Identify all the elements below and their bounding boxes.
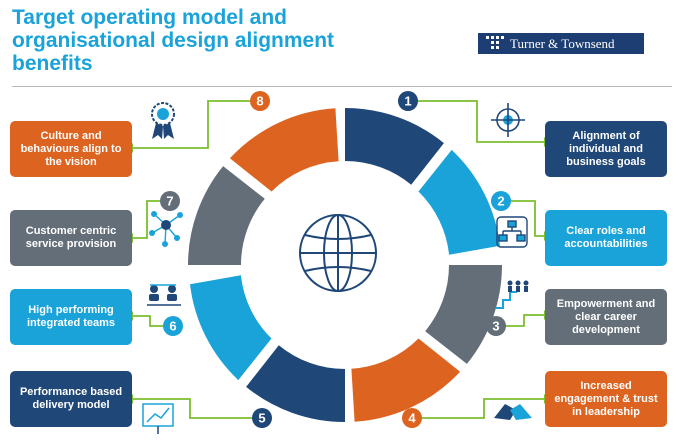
benefit-box-3: Empowerment and clear career development bbox=[545, 289, 667, 345]
connector-8 bbox=[133, 100, 250, 149]
benefit-box-2: Clear roles and accountabilities bbox=[545, 210, 667, 266]
ring-segment-2 bbox=[418, 149, 500, 255]
svg-text:3: 3 bbox=[492, 319, 499, 334]
connector-1 bbox=[417, 100, 544, 143]
svg-text:8: 8 bbox=[256, 94, 263, 109]
benefit-box-8: Culture and behaviours align to the visi… bbox=[10, 121, 132, 177]
org-chart-icon bbox=[496, 216, 528, 248]
number-badge-3: 3 bbox=[486, 316, 506, 336]
brand-mark-icon bbox=[486, 36, 504, 49]
globe-icon bbox=[299, 214, 377, 292]
title-line-1: Target operating model and bbox=[12, 6, 287, 29]
ring-segment-7 bbox=[188, 166, 265, 265]
ring bbox=[188, 108, 502, 422]
network-icon bbox=[149, 211, 183, 247]
svg-text:4: 4 bbox=[408, 411, 416, 426]
number-badge-2: 2 bbox=[491, 191, 511, 211]
connector-5 bbox=[133, 398, 252, 419]
number-badge-7: 7 bbox=[160, 191, 180, 211]
number-badge-4: 4 bbox=[402, 408, 422, 428]
handshake-icon bbox=[494, 404, 532, 420]
ring-segment-6 bbox=[190, 275, 272, 381]
number-badge-8: 8 bbox=[250, 91, 270, 111]
brand-name: Turner & Townsend bbox=[510, 35, 615, 51]
award-ribbon-icon bbox=[151, 102, 175, 139]
ring-segment-1 bbox=[345, 108, 444, 185]
presentation-chart-icon bbox=[142, 403, 174, 434]
svg-text:1: 1 bbox=[404, 94, 411, 109]
ring-segment-3 bbox=[425, 265, 502, 364]
connector-2 bbox=[510, 200, 544, 237]
number-badge-5: 5 bbox=[252, 408, 272, 428]
svg-text:2: 2 bbox=[497, 194, 504, 209]
career-steps-icon bbox=[496, 280, 529, 309]
brand-logo: Turner & Townsend bbox=[478, 33, 644, 54]
benefit-box-5: Performance based delivery model bbox=[10, 371, 132, 427]
ring-segment-8 bbox=[229, 108, 339, 192]
title-line-2: organisational design alignment bbox=[12, 29, 335, 52]
page-title: Target operating model and organisationa… bbox=[12, 6, 452, 75]
target-icon bbox=[491, 103, 525, 137]
ring-segment-5 bbox=[246, 345, 345, 422]
benefit-box-7: Customer centric service provision bbox=[10, 210, 132, 266]
svg-text:7: 7 bbox=[166, 194, 173, 209]
ring-segment-4 bbox=[351, 338, 461, 422]
connector-6 bbox=[133, 315, 163, 327]
connector-3 bbox=[505, 314, 544, 327]
svg-text:5: 5 bbox=[258, 411, 265, 426]
connectors bbox=[133, 100, 544, 419]
title-line-3: benefits bbox=[12, 52, 93, 75]
svg-text:6: 6 bbox=[169, 319, 176, 334]
benefit-box-1: Alignment of individual and business goa… bbox=[545, 121, 667, 177]
connector-4 bbox=[422, 398, 544, 419]
benefit-box-6: High performing integrated teams bbox=[10, 289, 132, 345]
number-badge-6: 6 bbox=[163, 316, 183, 336]
number-badge-1: 1 bbox=[398, 91, 418, 111]
team-icon bbox=[147, 284, 181, 306]
connector-7 bbox=[133, 200, 160, 239]
header-divider bbox=[12, 86, 672, 87]
benefit-box-4: Increased engagement & trust in leadersh… bbox=[545, 371, 667, 427]
